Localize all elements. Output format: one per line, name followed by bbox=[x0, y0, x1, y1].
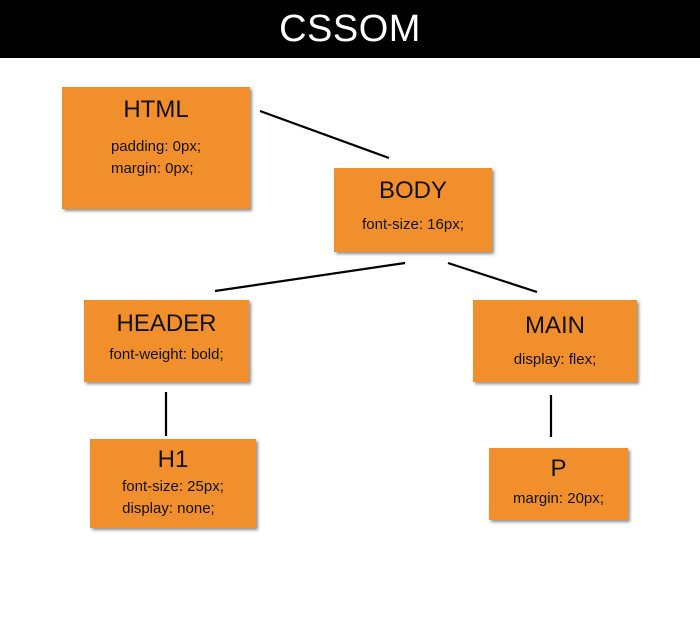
node-p-name: P bbox=[550, 455, 567, 482]
node-h1-prop: display: none; bbox=[122, 500, 215, 517]
edge-body-main bbox=[447, 261, 538, 294]
node-header-name: HEADER bbox=[116, 310, 217, 337]
node-header-prop: font-weight: bold; bbox=[109, 346, 224, 363]
diagram-title: CSSOM bbox=[279, 7, 421, 50]
node-body-name: BODY bbox=[378, 177, 447, 204]
node-main-prop: display: flex; bbox=[513, 351, 597, 368]
node-html-prop: margin: 0px; bbox=[110, 160, 194, 177]
node-p-props: margin: 20px; bbox=[513, 488, 604, 510]
node-html: HTML padding: 0px; margin: 0px; bbox=[62, 87, 250, 209]
node-body-props: font-size: 16px; bbox=[362, 214, 464, 236]
node-header: HEADER font-weight: bold; bbox=[84, 300, 249, 382]
node-h1: H1 font-size: 25px; display: none; bbox=[90, 439, 256, 528]
node-main: MAIN display: flex; bbox=[473, 300, 637, 382]
node-html-prop: padding: 0px; bbox=[110, 138, 202, 155]
node-body-prop: font-size: 16px; bbox=[362, 216, 464, 233]
node-main-props: display: flex; bbox=[514, 349, 597, 371]
node-html-props: padding: 0px; margin: 0px; bbox=[111, 136, 201, 180]
edge-html-body bbox=[259, 109, 390, 160]
title-bar: CSSOM bbox=[0, 0, 700, 58]
node-html-name: HTML bbox=[123, 96, 189, 123]
node-header-props: font-weight: bold; bbox=[109, 344, 223, 366]
node-p-prop: margin: 20px; bbox=[513, 490, 604, 507]
node-body: BODY font-size: 16px; bbox=[334, 168, 492, 252]
edge-body-header bbox=[214, 261, 406, 293]
node-p: P margin: 20px; bbox=[489, 448, 628, 520]
node-h1-prop: font-size: 25px; bbox=[122, 478, 224, 495]
node-h1-props: font-size: 25px; display: none; bbox=[122, 476, 224, 520]
node-main-name: MAIN bbox=[525, 312, 585, 339]
node-h1-name: H1 bbox=[157, 446, 189, 473]
